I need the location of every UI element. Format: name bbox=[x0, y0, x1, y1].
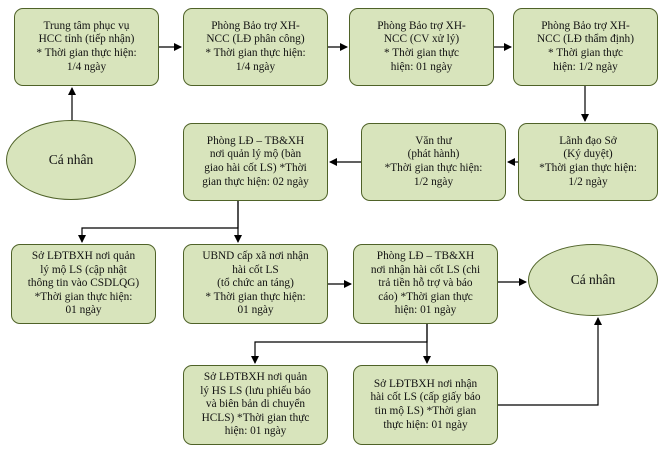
node-bt-cv: Phòng Bảo trợ XH- NCC (CV xử lý) * Thời … bbox=[349, 8, 494, 86]
node-phong-qlm: Phòng LĐ – TB&XH nơi quản lý mộ (bàn gia… bbox=[183, 123, 328, 201]
node-ubnd: UBND cấp xã nơi nhận hài cốt LS (tổ chức… bbox=[183, 244, 328, 324]
node-phong-nhan: Phòng LĐ – TB&XH nơi nhận hài cốt LS (ch… bbox=[353, 244, 498, 324]
node-bt-phancong: Phòng Bảo trợ XH- NCC (LĐ phân công) * T… bbox=[183, 8, 328, 86]
node-vanthu: Văn thư (phát hành) *Thời gian thực hiện… bbox=[361, 123, 506, 201]
arrow-phong-nhan-to-so-hs bbox=[251, 324, 428, 364]
node-canhan-start: Cá nhân bbox=[6, 120, 136, 200]
arrow-phong-qlm-to-so-qlm bbox=[78, 201, 239, 243]
node-so-qlm: Sở LĐTBXH nơi quản lý mộ LS (cập nhật th… bbox=[11, 244, 156, 324]
node-hcc: Trung tâm phục vụ HCC tỉnh (tiếp nhận) *… bbox=[14, 8, 159, 86]
node-canhan-end: Cá nhân bbox=[528, 244, 658, 316]
arrow-so-nhan-to-end bbox=[498, 317, 602, 406]
node-so-hs: Sở LĐTBXH nơi quản lý HS LS (lưu phiếu b… bbox=[183, 365, 328, 445]
node-lanhdao: Lãnh đạo Sở (Ký duyệt) *Thời gian thực h… bbox=[518, 123, 658, 201]
node-bt-thamdinh: Phòng Bảo trợ XH- NCC (LĐ thẩm định) * T… bbox=[513, 8, 658, 86]
node-so-nhan: Sở LĐTBXH nơi nhận hài cốt LS (cấp giấy … bbox=[353, 365, 498, 445]
